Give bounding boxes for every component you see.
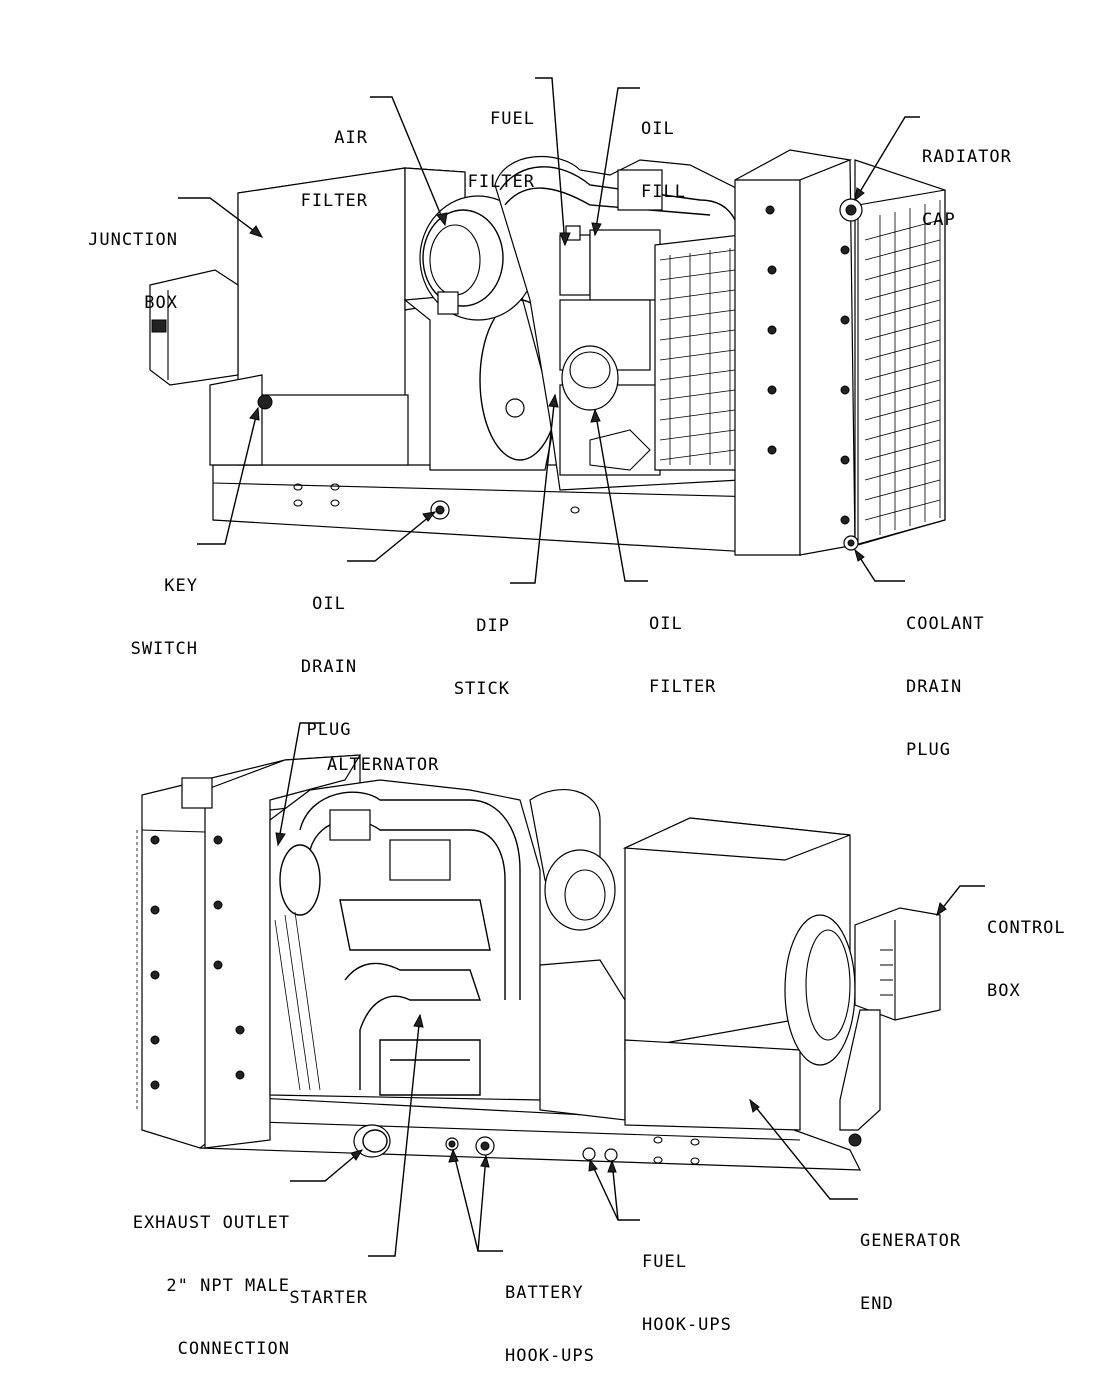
top-radiator <box>734 149 946 556</box>
control-box-label: CONTROL BOX <box>987 918 1066 1001</box>
key-switch-label: KEY SWITCH <box>130 576 198 659</box>
top-generator-drawing <box>149 77 946 584</box>
oil-filter-label: OIL FILTER <box>649 614 717 697</box>
starter-label: STARTER <box>289 1288 368 1308</box>
generator-end-label: GENERATOR END <box>860 1231 962 1314</box>
bottom-generator-drawing <box>136 722 985 1257</box>
alternator-label: ALTERNATOR <box>327 755 440 775</box>
fuel-hookups-label: FUEL HOOK-UPS <box>642 1252 732 1335</box>
fuel-filter-label: FUEL FILTER <box>467 109 535 192</box>
top-control-box <box>149 269 239 386</box>
bottom-leader-lines <box>275 722 985 1257</box>
top-leader-lines <box>178 77 920 584</box>
coolant-drain-plug-label: COOLANT DRAIN PLUG <box>906 614 985 760</box>
dip-stick-label: DIP STICK <box>453 616 510 699</box>
air-filter-label: AIR FILTER <box>300 128 368 211</box>
exhaust-outlet-label: EXHAUST OUTLET 2" NPT MALE CONNECTION <box>132 1213 290 1359</box>
fuel-hookup-1 <box>582 1147 596 1161</box>
bottom-engine-block <box>269 779 616 1101</box>
generator-end-bell <box>784 914 856 1066</box>
fuel-hookup-2 <box>604 1148 618 1162</box>
oil-fill-label: OIL FILL <box>641 119 686 202</box>
junction-box-label: JUNCTION BOX <box>88 230 178 313</box>
radiator-cap-label: RADIATOR CAP <box>922 147 1012 230</box>
oil-drain-plug-label: OIL DRAIN PLUG <box>300 594 358 740</box>
bottom-generator-housing <box>539 817 941 1147</box>
exhaust-outlet-shape <box>353 1124 391 1158</box>
bottom-radiator <box>136 754 362 1149</box>
battery-hookups-label: BATTERY HOOK-UPS <box>505 1283 595 1366</box>
bottom-control-box-shape <box>854 907 941 1021</box>
key-switch-bracket <box>209 374 263 466</box>
